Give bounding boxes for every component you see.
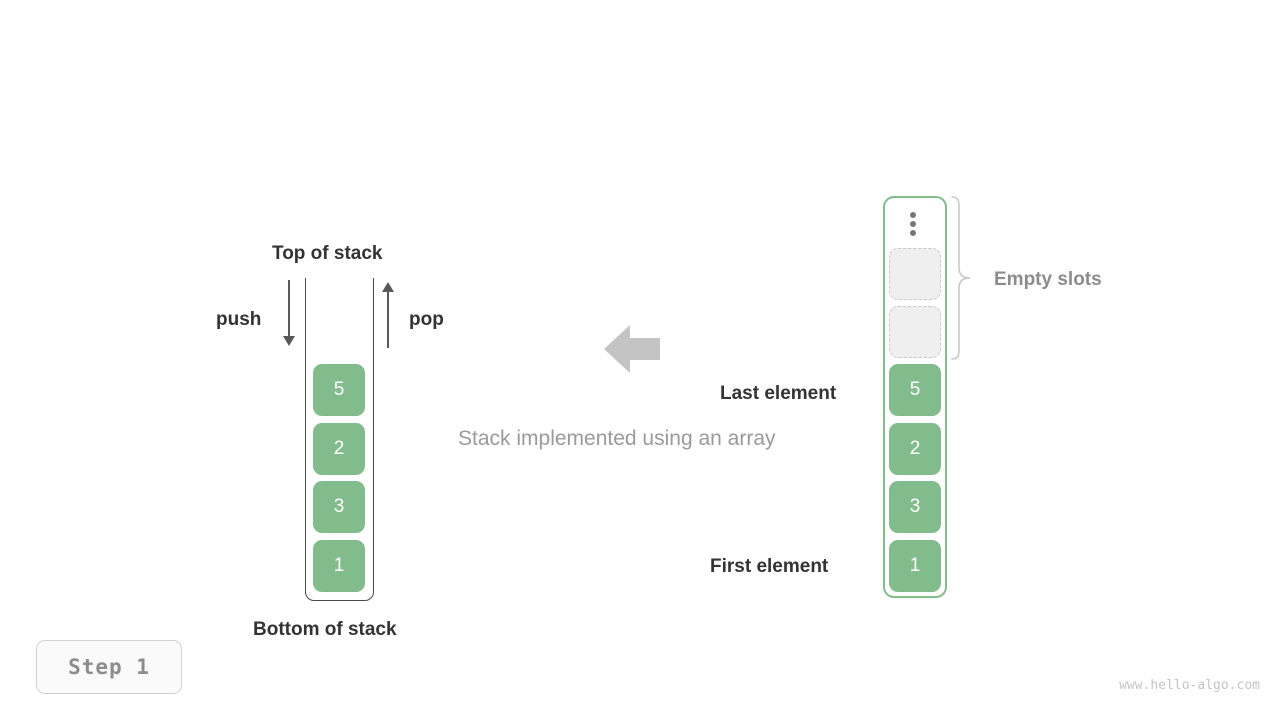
empty-slots-brace bbox=[950, 196, 972, 360]
step-badge-label: Step 1 bbox=[68, 655, 150, 679]
arrow-left-icon bbox=[604, 323, 660, 375]
empty-slot bbox=[889, 306, 941, 358]
bottom-of-stack-label: Bottom of stack bbox=[253, 619, 397, 640]
pop-label: pop bbox=[409, 309, 444, 330]
top-of-stack-label: Top of stack bbox=[272, 243, 383, 264]
left-stack-item: 5 bbox=[313, 364, 365, 416]
empty-slot bbox=[889, 248, 941, 300]
right-stack-item: 3 bbox=[889, 481, 941, 533]
diagram-caption: Stack implemented using an array bbox=[458, 427, 776, 450]
right-stack-item: 2 bbox=[889, 423, 941, 475]
left-stack-item: 1 bbox=[313, 540, 365, 592]
step-badge: Step 1 bbox=[36, 640, 182, 694]
left-stack-container bbox=[305, 278, 374, 601]
vertical-ellipsis-icon bbox=[910, 212, 917, 236]
left-stack-item: 2 bbox=[313, 423, 365, 475]
left-stack-item: 3 bbox=[313, 481, 365, 533]
watermark: www.hello-algo.com bbox=[1119, 678, 1260, 693]
first-element-label: First element bbox=[710, 556, 829, 577]
push-label: push bbox=[216, 309, 262, 330]
right-stack-item: 1 bbox=[889, 540, 941, 592]
empty-slots-label: Empty slots bbox=[994, 269, 1102, 290]
last-element-label: Last element bbox=[720, 383, 837, 404]
right-stack-item: 5 bbox=[889, 364, 941, 416]
